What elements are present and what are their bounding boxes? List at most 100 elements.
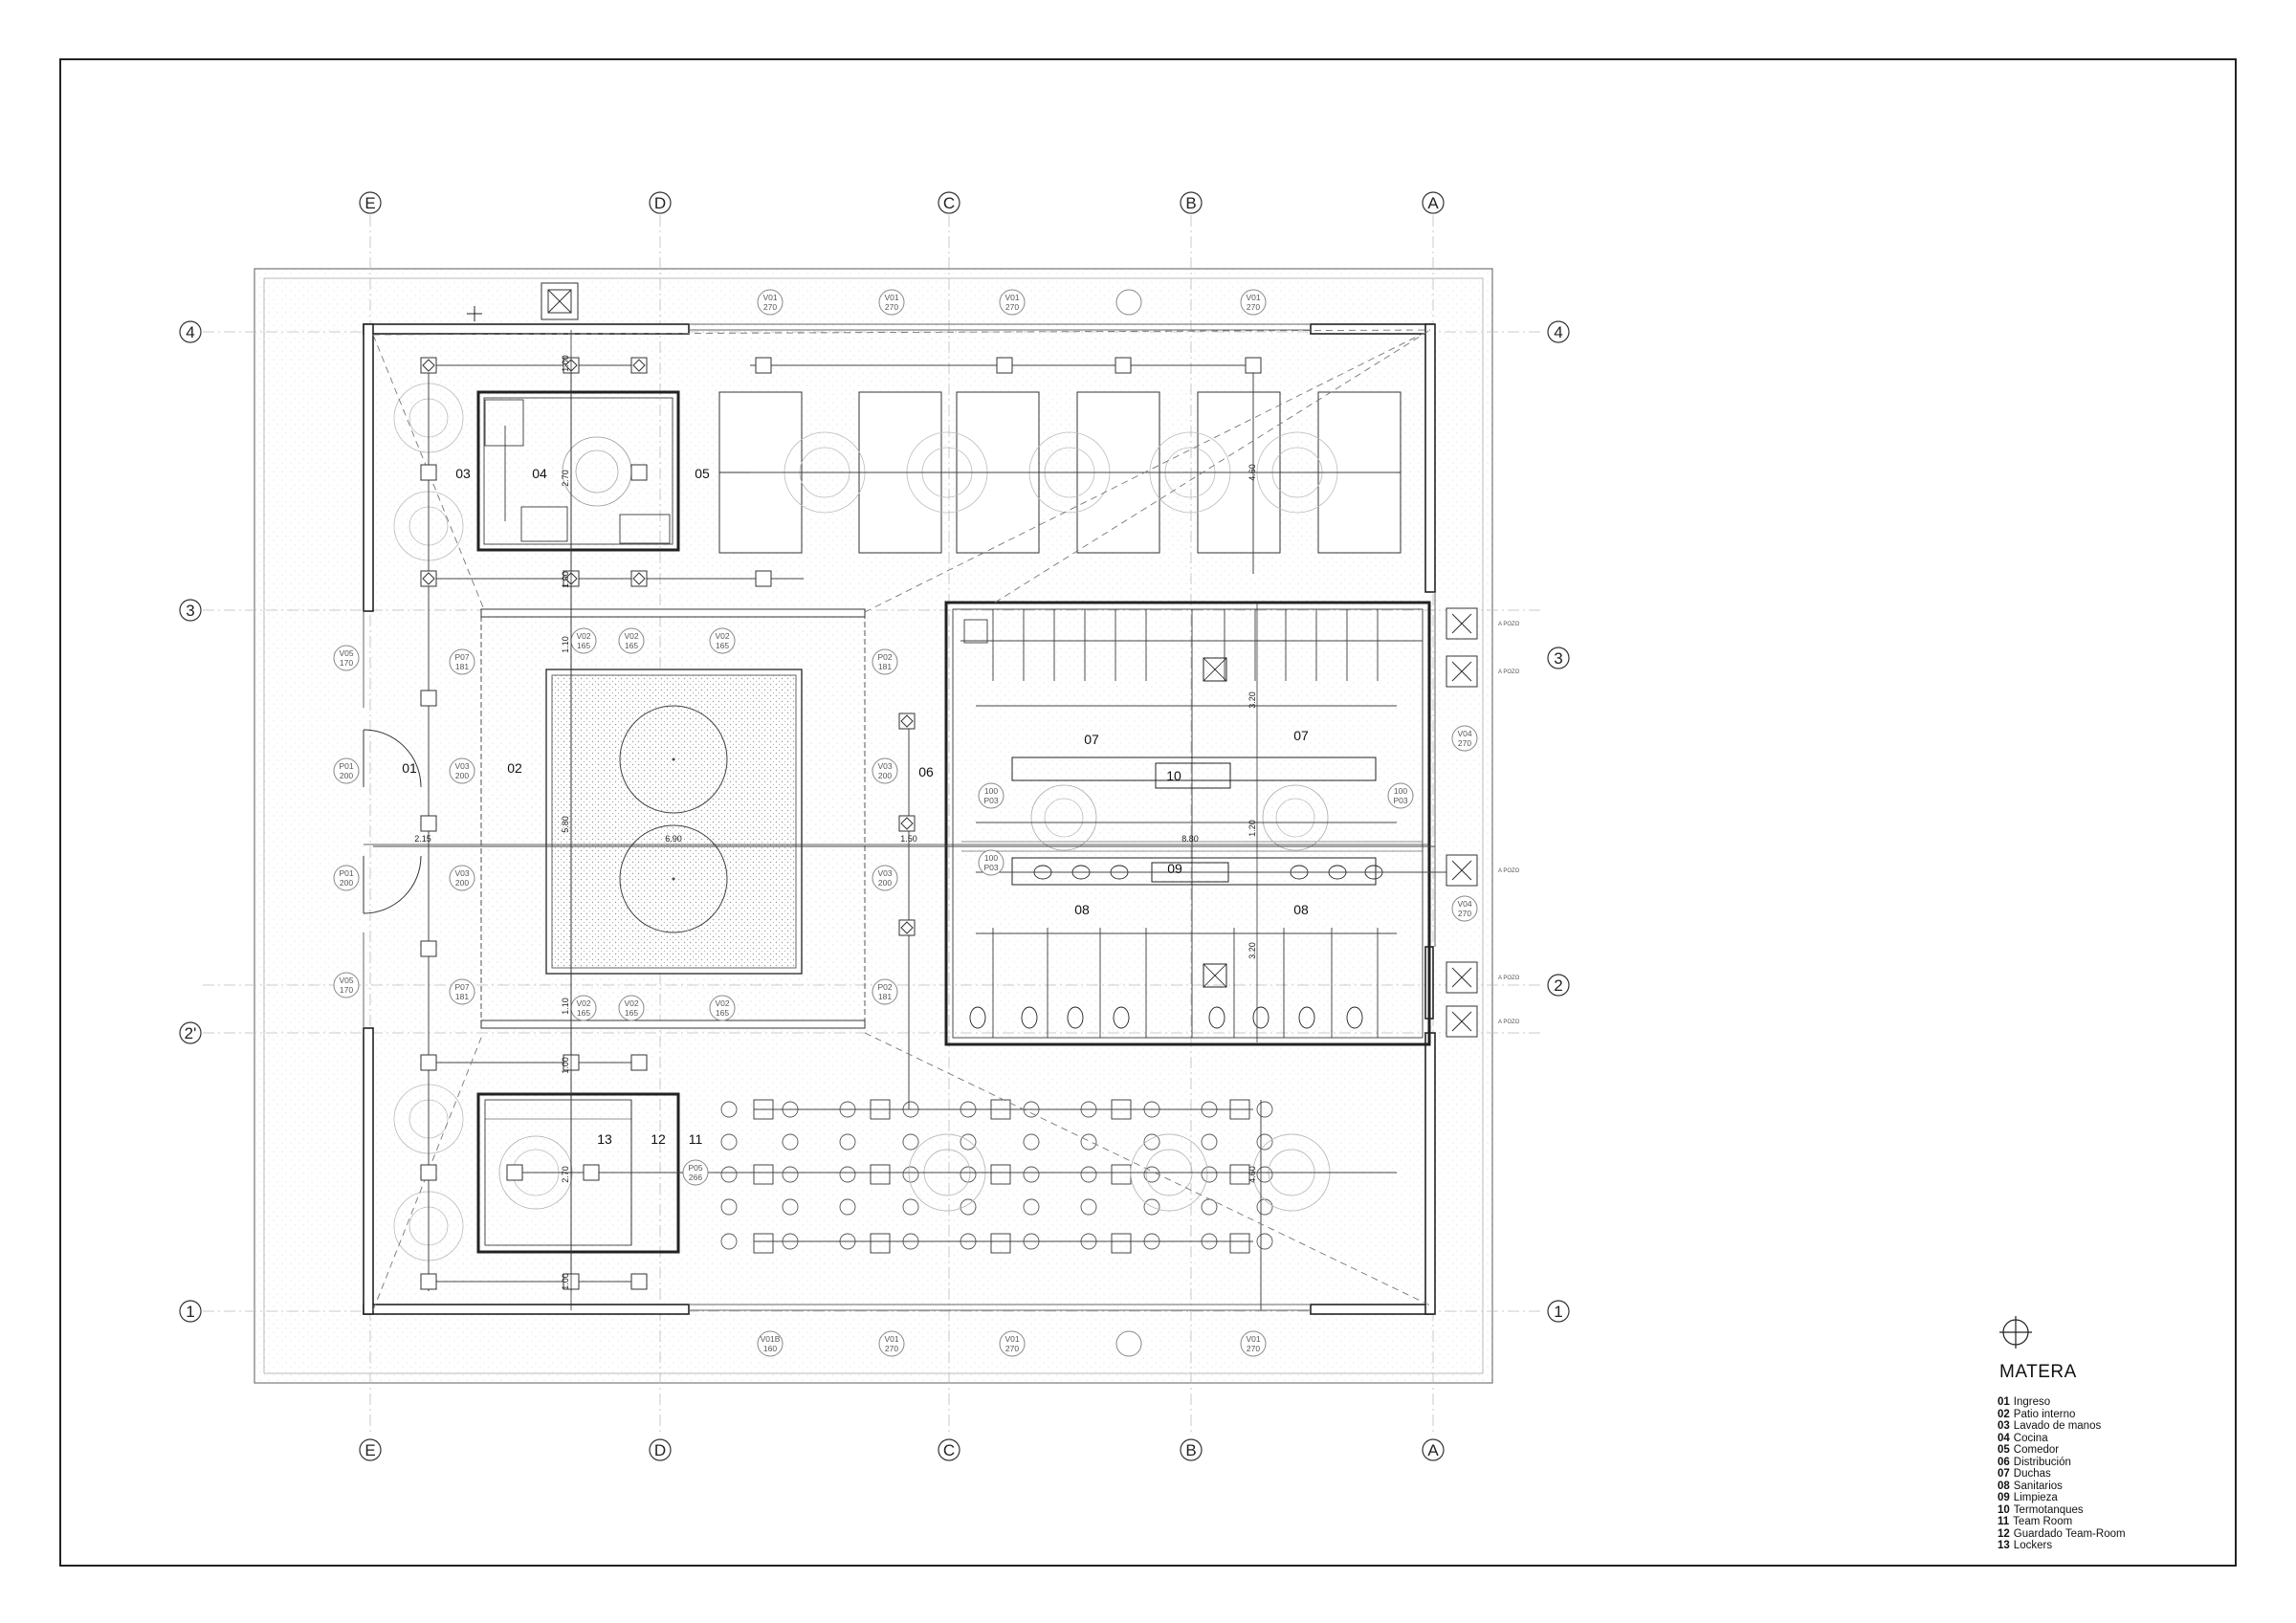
- svg-text:A POZO: A POZO: [1498, 868, 1520, 874]
- tag-text: 165: [577, 641, 590, 650]
- tag-text: 266: [689, 1173, 702, 1182]
- grid-bubble-4-left: [179, 320, 202, 343]
- grid-label: D: [654, 194, 666, 212]
- patio-interno: [480, 608, 866, 1029]
- tag-text: V02: [576, 998, 590, 1008]
- tag-text: V02: [715, 998, 729, 1008]
- svg-text:A POZO: A POZO: [1498, 669, 1520, 675]
- grid-label: 4: [1554, 323, 1562, 341]
- tag-text: V04: [1457, 899, 1471, 909]
- tag-text: V05: [339, 648, 353, 658]
- tag-text: 200: [455, 771, 469, 780]
- svg-text:1.00: 1.00: [561, 1273, 570, 1290]
- svg-text:4.60: 4.60: [1247, 1166, 1257, 1183]
- grid-bubbles: E D C B A E D C B A 4 3 2' 1 4 3 2 1: [179, 191, 1570, 1461]
- tag-text: V03: [877, 868, 892, 878]
- room-tag-05: 05: [695, 466, 710, 481]
- svg-text:1.00: 1.00: [561, 571, 570, 588]
- tag-text: V03: [877, 761, 892, 771]
- grid-bubble-C-bottom: [938, 1438, 960, 1461]
- tag-text: 165: [577, 1008, 590, 1018]
- svg-text:2.15: 2.15: [414, 834, 431, 844]
- cross-marker-icon: [467, 306, 482, 321]
- svg-text:1.00: 1.00: [561, 355, 570, 372]
- tag-text: P01: [339, 868, 353, 878]
- svg-text:1.10: 1.10: [561, 636, 570, 653]
- grid-label: 4: [186, 323, 194, 341]
- tag-text: P01: [339, 761, 353, 771]
- grid-label: A: [1427, 194, 1439, 212]
- tag-text: P07: [454, 982, 469, 992]
- tag-text: 270: [1247, 302, 1260, 312]
- tag-text: V01: [1004, 1334, 1019, 1344]
- room-tag-13: 13: [597, 1131, 612, 1147]
- tag-text: 165: [625, 1008, 638, 1018]
- grid-label: 1: [186, 1303, 194, 1321]
- room-tag-03: 03: [455, 466, 471, 481]
- room-tag-11: 11: [689, 1131, 703, 1147]
- tag-text: 100: [1394, 786, 1407, 796]
- tag-text: V02: [624, 998, 638, 1008]
- dimension-lines: [364, 330, 1430, 1310]
- tag-text: 165: [716, 641, 729, 650]
- tag-text: 270: [763, 302, 777, 312]
- tag-text: 160: [763, 1344, 777, 1353]
- exterior-walls: [363, 323, 1436, 1315]
- room-tag-10: 10: [1166, 768, 1181, 783]
- pozo-labels: A POZO A POZO A POZO A POZO A POZO: [1498, 622, 1520, 1025]
- grid-bubble-C-top: [938, 191, 960, 214]
- grid-bubble-1-left: [179, 1300, 202, 1323]
- tag-text: 200: [340, 878, 353, 888]
- tag-text: 270: [1005, 302, 1019, 312]
- grid-bubble-D-bottom: [649, 1438, 672, 1461]
- grid-bubble-D-top: [649, 191, 672, 214]
- svg-text:1.50: 1.50: [900, 834, 917, 844]
- light-fixtures: [420, 357, 1262, 1290]
- grid-label: 3: [186, 602, 194, 620]
- tag-text: P02: [877, 982, 892, 992]
- room-tag-12: 12: [651, 1131, 666, 1147]
- tag-text: P03: [1393, 796, 1407, 805]
- sheet-frame: [59, 58, 2237, 1567]
- grid-bubble-B-bottom: [1180, 1438, 1203, 1461]
- grid-label: E: [364, 1441, 375, 1459]
- svg-text:3.20: 3.20: [1247, 691, 1257, 709]
- grid-label: 1: [1554, 1303, 1562, 1321]
- grid-bubble-A-top: [1422, 191, 1445, 214]
- tag-text: P05: [688, 1163, 702, 1173]
- room-tag-01: 01: [402, 760, 417, 776]
- dimension-text: 2.15 1.50 6.90 5.80 8.80 1.00 2.70 1.00 …: [414, 355, 1257, 1290]
- svg-text:A POZO: A POZO: [1498, 976, 1520, 981]
- grid-bubble-A-bottom: [1422, 1438, 1445, 1461]
- grid-label: A: [1427, 1441, 1439, 1459]
- room-tag-08b: 08: [1293, 902, 1309, 917]
- tag-text: V02: [715, 631, 729, 641]
- grid-bubble-2p-left: [179, 1021, 202, 1044]
- tag-text: V03: [454, 868, 469, 878]
- room-tag-02: 02: [507, 760, 522, 776]
- entry-doors: [363, 729, 422, 914]
- team-room-seating: [720, 1099, 1331, 1254]
- grid-label: 2: [1554, 976, 1562, 995]
- room-tag-06: 06: [918, 764, 934, 779]
- grid-label: B: [1185, 194, 1196, 212]
- svg-text:1.00: 1.00: [561, 1057, 570, 1074]
- tag-text: V01: [884, 1334, 898, 1344]
- grid-label: 3: [1554, 649, 1562, 668]
- tag-text: 270: [885, 302, 898, 312]
- room-tags: 01 02 03 04 05 06 07 07 08 08 09 10 11 1…: [402, 466, 1309, 1147]
- glazing: [363, 323, 1436, 1311]
- room-tag-07b: 07: [1293, 728, 1309, 743]
- dining-tables: [718, 391, 1402, 554]
- tag-text: 200: [878, 771, 892, 780]
- grid-label: E: [364, 194, 375, 212]
- grid-label: 2': [185, 1024, 197, 1042]
